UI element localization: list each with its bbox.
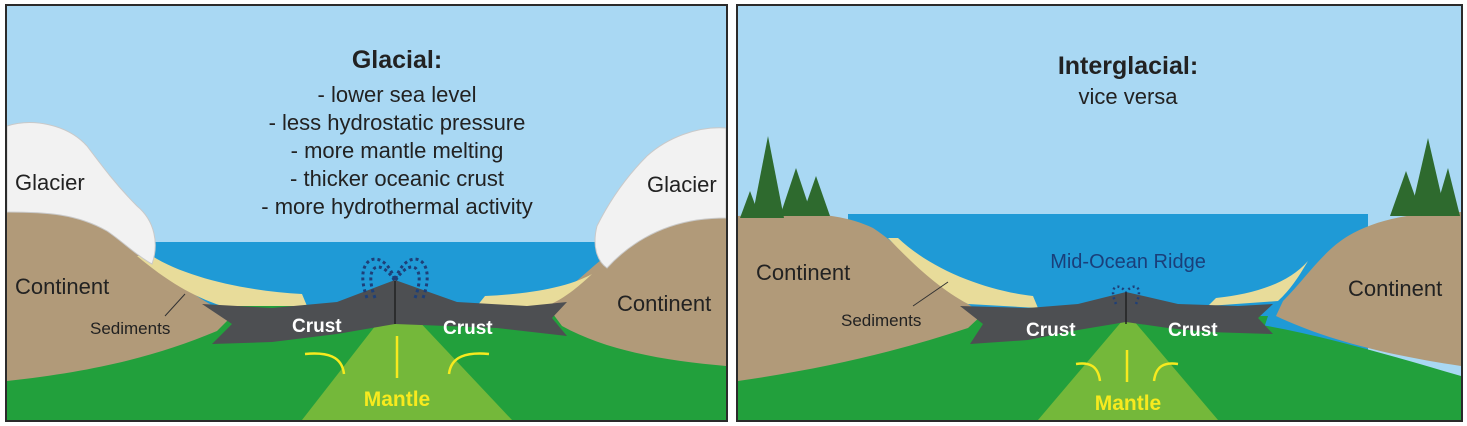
continent-left-label: Continent xyxy=(756,260,850,285)
interglacial-diagram: Interglacial: vice versa Mid-Ocean Ridge… xyxy=(738,6,1461,420)
continent-left xyxy=(7,211,232,381)
continent-right xyxy=(1276,212,1461,366)
sediments-label: Sediments xyxy=(841,311,921,330)
melt-arrows xyxy=(304,336,490,378)
crust-right-label: Crust xyxy=(443,318,493,339)
oceanic-crust xyxy=(960,292,1273,344)
interglacial-panel: Interglacial: vice versa Mid-Ocean Ridge… xyxy=(736,4,1463,422)
melt-arrows xyxy=(1075,350,1179,382)
sediments-left xyxy=(888,238,1038,308)
mid-ocean-ridge-label: Mid-Ocean Ridge xyxy=(1050,251,1206,273)
continent-right-label: Continent xyxy=(1348,276,1442,301)
bullet-5: - more hydrothermal activity xyxy=(261,194,532,219)
mantle-upwelling xyxy=(302,298,512,420)
crust-right-label: Crust xyxy=(1168,320,1218,341)
bullet-3: - more mantle melting xyxy=(291,138,504,163)
glacier-left-label: Glacier xyxy=(15,170,85,195)
glacial-panel: Glacial: - lower sea level - less hydros… xyxy=(5,4,728,422)
mantle-label: Mantle xyxy=(364,388,431,411)
bullet-1: - lower sea level xyxy=(318,82,477,107)
bullet-4: - thicker oceanic crust xyxy=(290,166,504,191)
sediments-left xyxy=(137,256,307,306)
crust-left-label: Crust xyxy=(292,316,342,337)
sediments-pointer xyxy=(912,281,949,307)
sediments-right xyxy=(1208,261,1308,306)
continent-right xyxy=(547,216,726,366)
glacier-right xyxy=(594,127,726,269)
diagram-subtitle: vice versa xyxy=(1078,84,1178,109)
diagram-title: Glacial: xyxy=(352,46,442,74)
trees-right-icon xyxy=(1390,138,1460,216)
continent-left xyxy=(738,213,983,381)
glacier-right-label: Glacier xyxy=(647,172,717,197)
trees-left-icon xyxy=(740,136,830,218)
crust-left-label: Crust xyxy=(1026,320,1076,341)
glacier-left xyxy=(7,122,156,265)
glacial-diagram: Glacial: - lower sea level - less hydros… xyxy=(7,6,726,420)
diagram-title: Interglacial: xyxy=(1058,52,1198,80)
continent-left-label: Continent xyxy=(15,274,109,299)
continent-right-label: Continent xyxy=(617,291,711,316)
oceanic-crust xyxy=(202,280,567,344)
hydrothermal-plumes xyxy=(361,257,429,299)
sediments-label: Sediments xyxy=(90,319,170,338)
sediments-pointer xyxy=(164,293,186,317)
bullet-2: - less hydrostatic pressure xyxy=(269,110,526,135)
mantle-label: Mantle xyxy=(1095,392,1162,415)
sediments-right xyxy=(477,274,592,306)
